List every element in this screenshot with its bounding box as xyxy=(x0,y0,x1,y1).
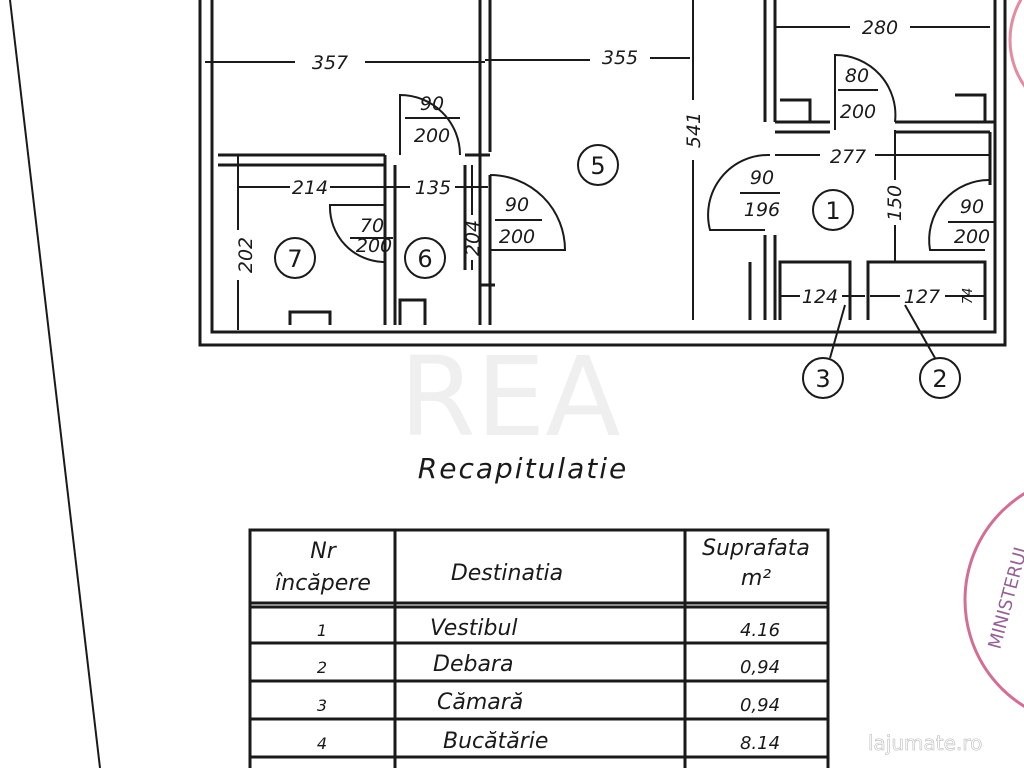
summary-table: Nr încăpere Destinatia Suprafata m² 1 Ve… xyxy=(248,528,830,768)
svg-text:lajumate.ro: lajumate.ro xyxy=(868,731,982,755)
svg-text:200: 200 xyxy=(840,101,876,123)
dim-277: 277 xyxy=(830,146,866,168)
svg-text:Debara: Debara xyxy=(433,652,513,677)
header-incapere: încăpere xyxy=(275,571,371,596)
dimension-lines xyxy=(205,0,990,359)
dim-280: 280 xyxy=(862,17,898,39)
svg-text:4.16: 4.16 xyxy=(740,620,780,641)
official-stamp xyxy=(963,492,1024,708)
room-6: 6 xyxy=(417,245,432,273)
dim-202: 202 xyxy=(235,237,257,273)
header-nr: Nr xyxy=(310,539,337,564)
door-swings xyxy=(328,53,991,263)
svg-text:90: 90 xyxy=(420,93,444,115)
table-row: 2 Debara 0,94 xyxy=(317,652,780,678)
dim-204: 204 xyxy=(462,220,484,256)
header-destinatia: Destinatia xyxy=(451,561,563,586)
svg-text:8.14: 8.14 xyxy=(740,733,780,754)
watermark-logo: REA xyxy=(399,333,620,461)
table-row: 4 Bucătărie 8.14 xyxy=(317,729,780,754)
room-2: 2 xyxy=(932,365,947,393)
dim-357: 357 xyxy=(312,52,348,74)
header-unit: m² xyxy=(741,566,771,591)
room-3: 3 xyxy=(815,365,830,393)
stamp-text: MINISTERUL xyxy=(985,540,1024,651)
summary-title: Recapitulatie xyxy=(418,452,628,485)
svg-text:Cămară: Cămară xyxy=(437,690,523,715)
svg-text:90: 90 xyxy=(505,194,529,216)
room-7: 7 xyxy=(287,245,302,273)
dim-124: 124 xyxy=(802,286,838,308)
svg-text:0,94: 0,94 xyxy=(740,657,780,678)
svg-text:90: 90 xyxy=(960,196,984,218)
dim-127: 127 xyxy=(904,286,940,308)
room-markers: 1 2 3 5 6 7 xyxy=(274,144,961,399)
page-margin-line xyxy=(9,0,101,768)
svg-text:80: 80 xyxy=(845,65,869,87)
svg-text:196: 196 xyxy=(744,199,780,221)
dim-214: 214 xyxy=(292,177,328,199)
table-row: 1 Vestibul 4.16 xyxy=(317,616,780,641)
dim-541: 541 xyxy=(683,112,705,148)
walls xyxy=(198,0,1007,347)
svg-text:0,94: 0,94 xyxy=(740,695,780,716)
svg-text:Vestibul: Vestibul xyxy=(430,616,518,641)
svg-text:200: 200 xyxy=(499,226,535,248)
svg-text:200: 200 xyxy=(414,125,450,147)
svg-text:200: 200 xyxy=(356,235,392,257)
stamp-top xyxy=(1008,0,1024,88)
svg-text:70: 70 xyxy=(360,215,384,237)
lajumate-logo-icon xyxy=(836,720,864,758)
svg-text:4: 4 xyxy=(317,734,327,753)
svg-text:1: 1 xyxy=(317,621,327,640)
site-watermark: lajumate.ro xyxy=(836,720,983,758)
svg-text:90: 90 xyxy=(750,167,774,189)
dim-135: 135 xyxy=(415,177,451,199)
header-suprafata: Suprafata xyxy=(702,536,810,561)
dim-74: 74 xyxy=(961,288,976,305)
room-1: 1 xyxy=(825,197,840,225)
svg-text:200: 200 xyxy=(954,226,990,248)
dim-150: 150 xyxy=(884,185,906,221)
room-5: 5 xyxy=(590,152,605,180)
svg-text:Bucătărie: Bucătărie xyxy=(443,729,548,754)
svg-text:2: 2 xyxy=(317,658,327,677)
svg-text:3: 3 xyxy=(317,696,327,715)
dim-355: 355 xyxy=(602,47,638,69)
table-row: 3 Cămară 0,94 xyxy=(317,690,780,716)
